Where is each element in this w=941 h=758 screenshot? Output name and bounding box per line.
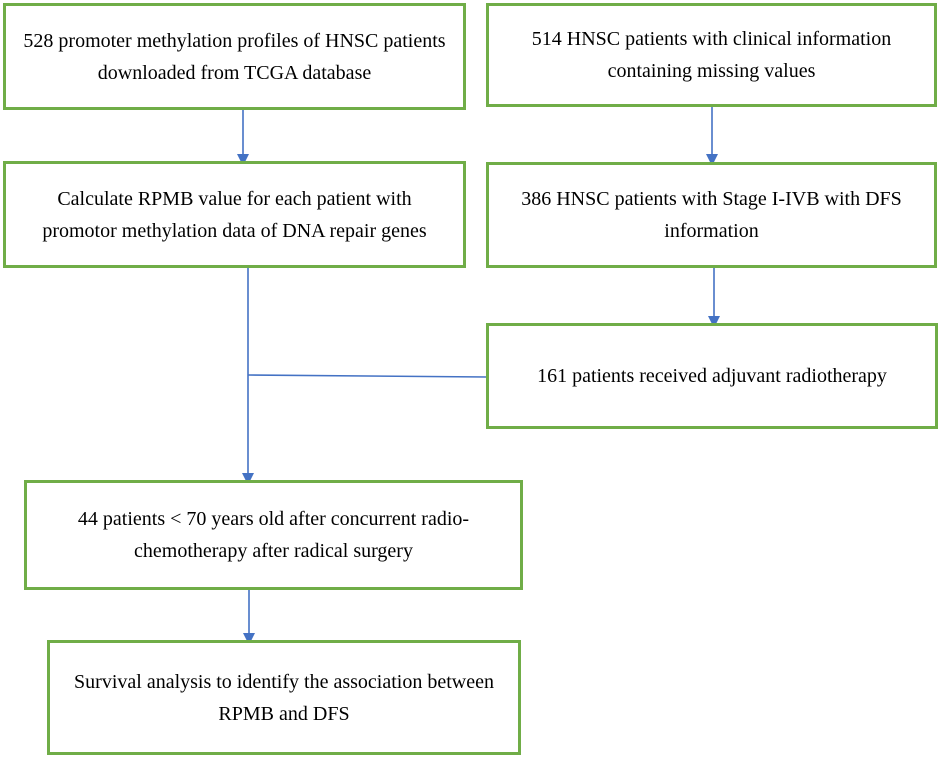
box-adjuvant-radiotherapy-text: 161 patients received adjuvant radiother… [537, 365, 887, 387]
box-tcga-profiles: 528 promoter methylation profiles of HNS… [3, 3, 466, 110]
box-adjuvant-radiotherapy: 161 patients received adjuvant radiother… [486, 323, 938, 429]
box-under-70-text: 44 patients < 70 years old after concurr… [77, 508, 470, 562]
box-stage-dfs-text: 386 HNSC patients with Stage I-IVB with … [521, 188, 902, 242]
box-calculate-rpmb: Calculate RPMB value for each patient wi… [3, 161, 466, 268]
box-under-70: 44 patients < 70 years old after concurr… [24, 480, 523, 590]
box-tcga-profiles-text: 528 promoter methylation profiles of HNS… [23, 29, 446, 84]
box-stage-dfs: 386 HNSC patients with Stage I-IVB with … [486, 162, 937, 268]
box-survival-analysis: Survival analysis to identify the associ… [47, 640, 521, 755]
box-calculate-rpmb-text: Calculate RPMB value for each patient wi… [42, 187, 427, 242]
line-adjuvant-join [247, 374, 488, 378]
box-clinical-info-text: 514 HNSC patients with clinical informat… [531, 28, 892, 82]
box-clinical-info: 514 HNSC patients with clinical informat… [486, 3, 937, 107]
box-survival-analysis-text: Survival analysis to identify the associ… [74, 670, 494, 725]
